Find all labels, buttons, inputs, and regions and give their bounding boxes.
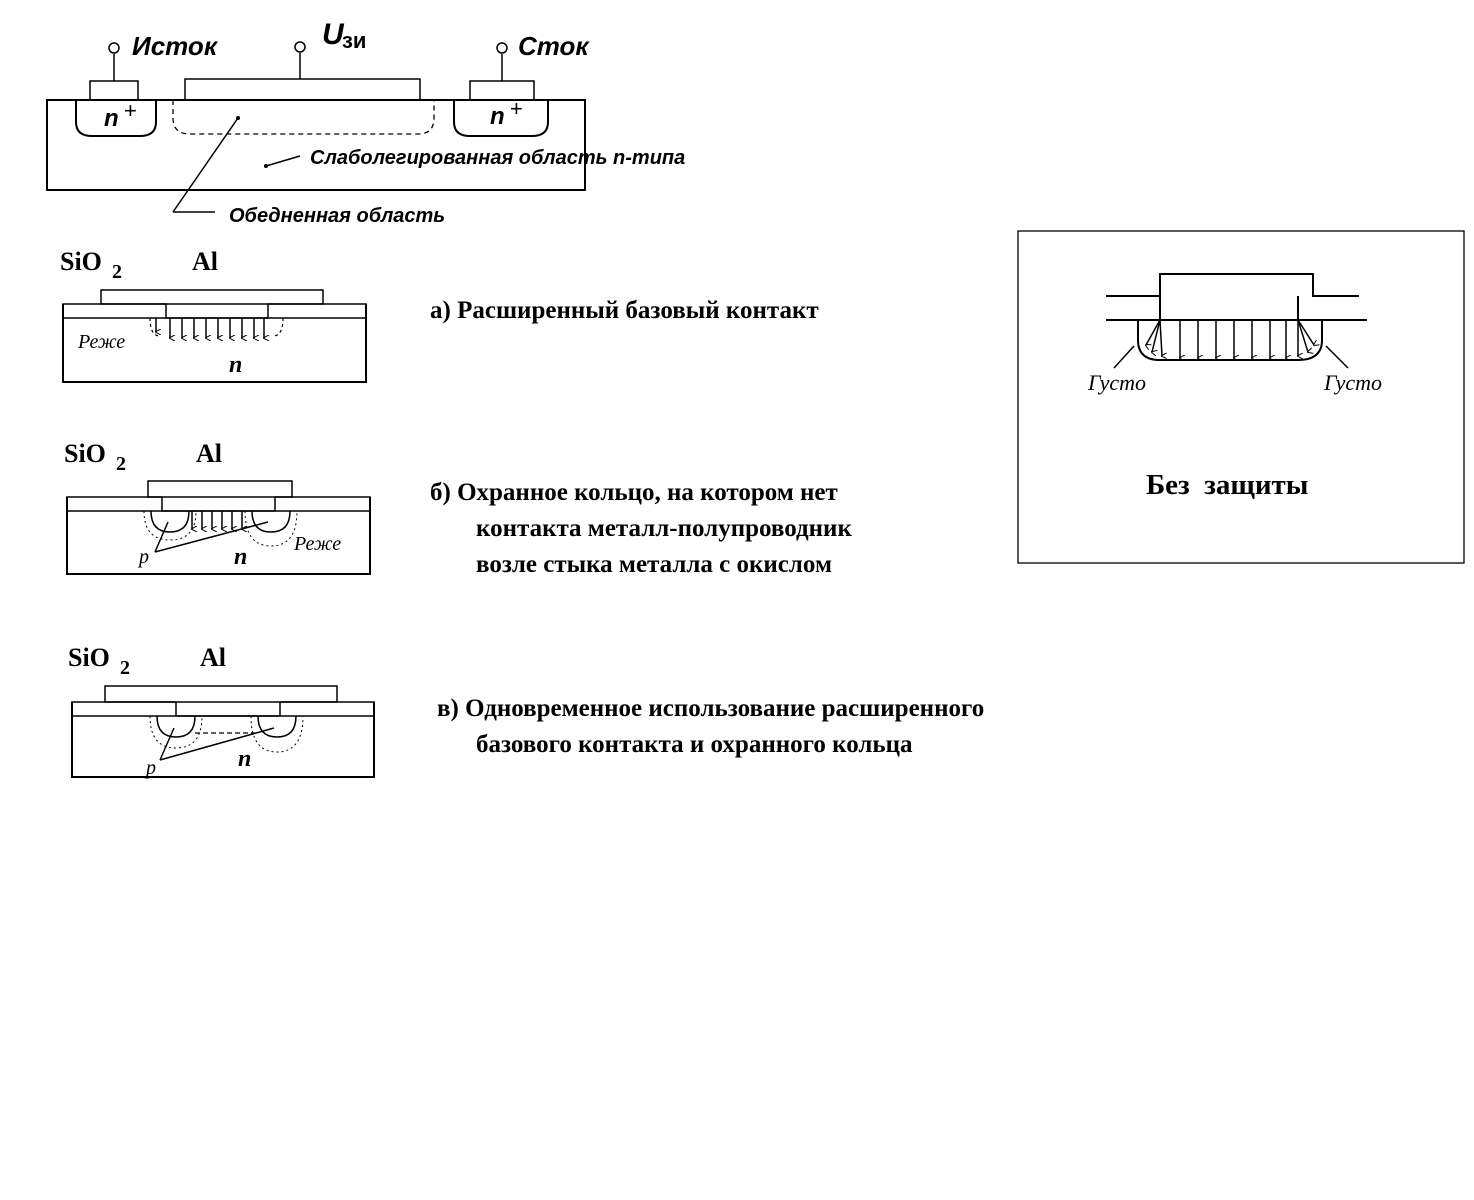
n-label-a: n (229, 352, 242, 378)
gate-contact (184, 78, 421, 101)
gate-voltage-label: U (322, 18, 345, 51)
p-label-b: p (137, 546, 149, 568)
diagram-b: SiO 2 Al p n Реже б) Охранное кольцо, на… (64, 439, 852, 578)
drain-contact (469, 80, 535, 101)
p-pointer-left-c (159, 727, 175, 761)
caption-b-line3: возле стыка металла с окислом (476, 551, 832, 578)
substrate-c (71, 702, 375, 778)
caption-b-line1: б) Охранное кольцо, на котором нет (430, 479, 838, 506)
oxide-layer-c (71, 701, 375, 717)
p-pointer-right-c (159, 727, 275, 761)
n-plus-left-label: n (104, 105, 119, 132)
guard-ring-right-b (251, 510, 291, 533)
oxide-layer-b (66, 496, 371, 512)
depletion-ring-right-b (244, 510, 298, 547)
mosfet-diagram: Исток U зи Сток n + n + Слаболегированна… (46, 18, 685, 227)
gusto-pointer-right (1325, 345, 1349, 369)
caption-b-line2: контакта металл-полупроводник (476, 515, 852, 542)
drain-label: Сток (518, 31, 590, 61)
sio2-sub-c: 2 (120, 657, 130, 679)
depletion-region (172, 100, 435, 135)
substrate-b (66, 497, 371, 575)
metal-contact-b (147, 480, 293, 512)
lightly-doped-pointer (265, 155, 301, 167)
n-label-b: n (234, 544, 247, 570)
caption-a: а) Расширенный базовый контакт (430, 297, 819, 324)
metal-contact-a (100, 289, 324, 319)
gate-terminal (294, 41, 306, 53)
guard-ring-right-c (257, 715, 297, 738)
n-plus-well-right (453, 100, 549, 137)
guard-ring-left-c (156, 715, 196, 738)
sio2-sub-a: 2 (112, 261, 122, 283)
p-pointer-right-b (154, 521, 269, 553)
sio2-sub-b: 2 (116, 453, 126, 475)
source-terminal (108, 42, 120, 54)
n-label-c: n (238, 746, 251, 772)
gusto-pointer-left (1113, 345, 1135, 369)
gusto-label-left: Густо (1087, 370, 1146, 395)
n-plus-left-sup: + (124, 98, 137, 123)
gusto-label-right: Густо (1323, 370, 1382, 395)
diagram-c: SiO 2 Al p n в) Одновременное использова… (68, 643, 984, 779)
depletion-ring-right-c (250, 715, 304, 753)
depletion-label: Обедненная область (229, 205, 445, 227)
oxide-layer-a (62, 303, 367, 319)
depletion-boundary (1137, 320, 1323, 361)
lightly-doped-label: Слаболегированная область n-типа (310, 147, 685, 169)
metal-contact-c (104, 685, 338, 717)
no-protection-title: Без защиты (1146, 469, 1308, 501)
field-arrows-b (192, 511, 242, 529)
rezhe-label-b: Реже (293, 533, 341, 555)
no-protection-panel: Густо Густо Без защиты (1017, 230, 1465, 564)
al-label-b: Al (196, 439, 222, 468)
source-label: Исток (132, 31, 219, 61)
drain-terminal (496, 42, 508, 54)
field-arrows-a (156, 318, 264, 338)
n-plus-well-left (75, 100, 157, 137)
al-label-c: Al (200, 643, 226, 672)
sio2-label-b: SiO (64, 439, 106, 468)
diagram-a: SiO 2 Al Реже n а) Расширенный базовый к… (60, 247, 819, 383)
n-plus-right-sup: + (510, 96, 523, 121)
lightly-doped-dot (264, 164, 268, 168)
caption-c-line1: в) Одновременное использование расширенн… (437, 695, 984, 722)
p-pointer-left-b (154, 521, 169, 553)
rezhe-label-a: Реже (77, 331, 125, 353)
depletion-edge-left-a (149, 317, 161, 337)
substrate-a (62, 304, 367, 383)
depletion-ring-left-c (149, 715, 203, 749)
guard-ring-left-b (150, 510, 190, 533)
n-plus-right-label: n (490, 103, 505, 130)
al-label-a: Al (192, 247, 218, 276)
depletion-edge-right-a (272, 317, 284, 337)
sio2-label-a: SiO (60, 247, 102, 276)
gate-voltage-subscript: зи (342, 28, 366, 53)
sio2-label-c: SiO (68, 643, 110, 672)
no-protection-frame (1017, 230, 1465, 564)
depletion-pointer (172, 117, 239, 213)
depletion-dot (236, 116, 240, 120)
p-label-c: p (144, 757, 156, 779)
metal-outline (1106, 273, 1359, 297)
field-arrows-no-protection (1146, 319, 1314, 358)
caption-c-line2: базового контакта и охранного кольца (476, 731, 913, 758)
